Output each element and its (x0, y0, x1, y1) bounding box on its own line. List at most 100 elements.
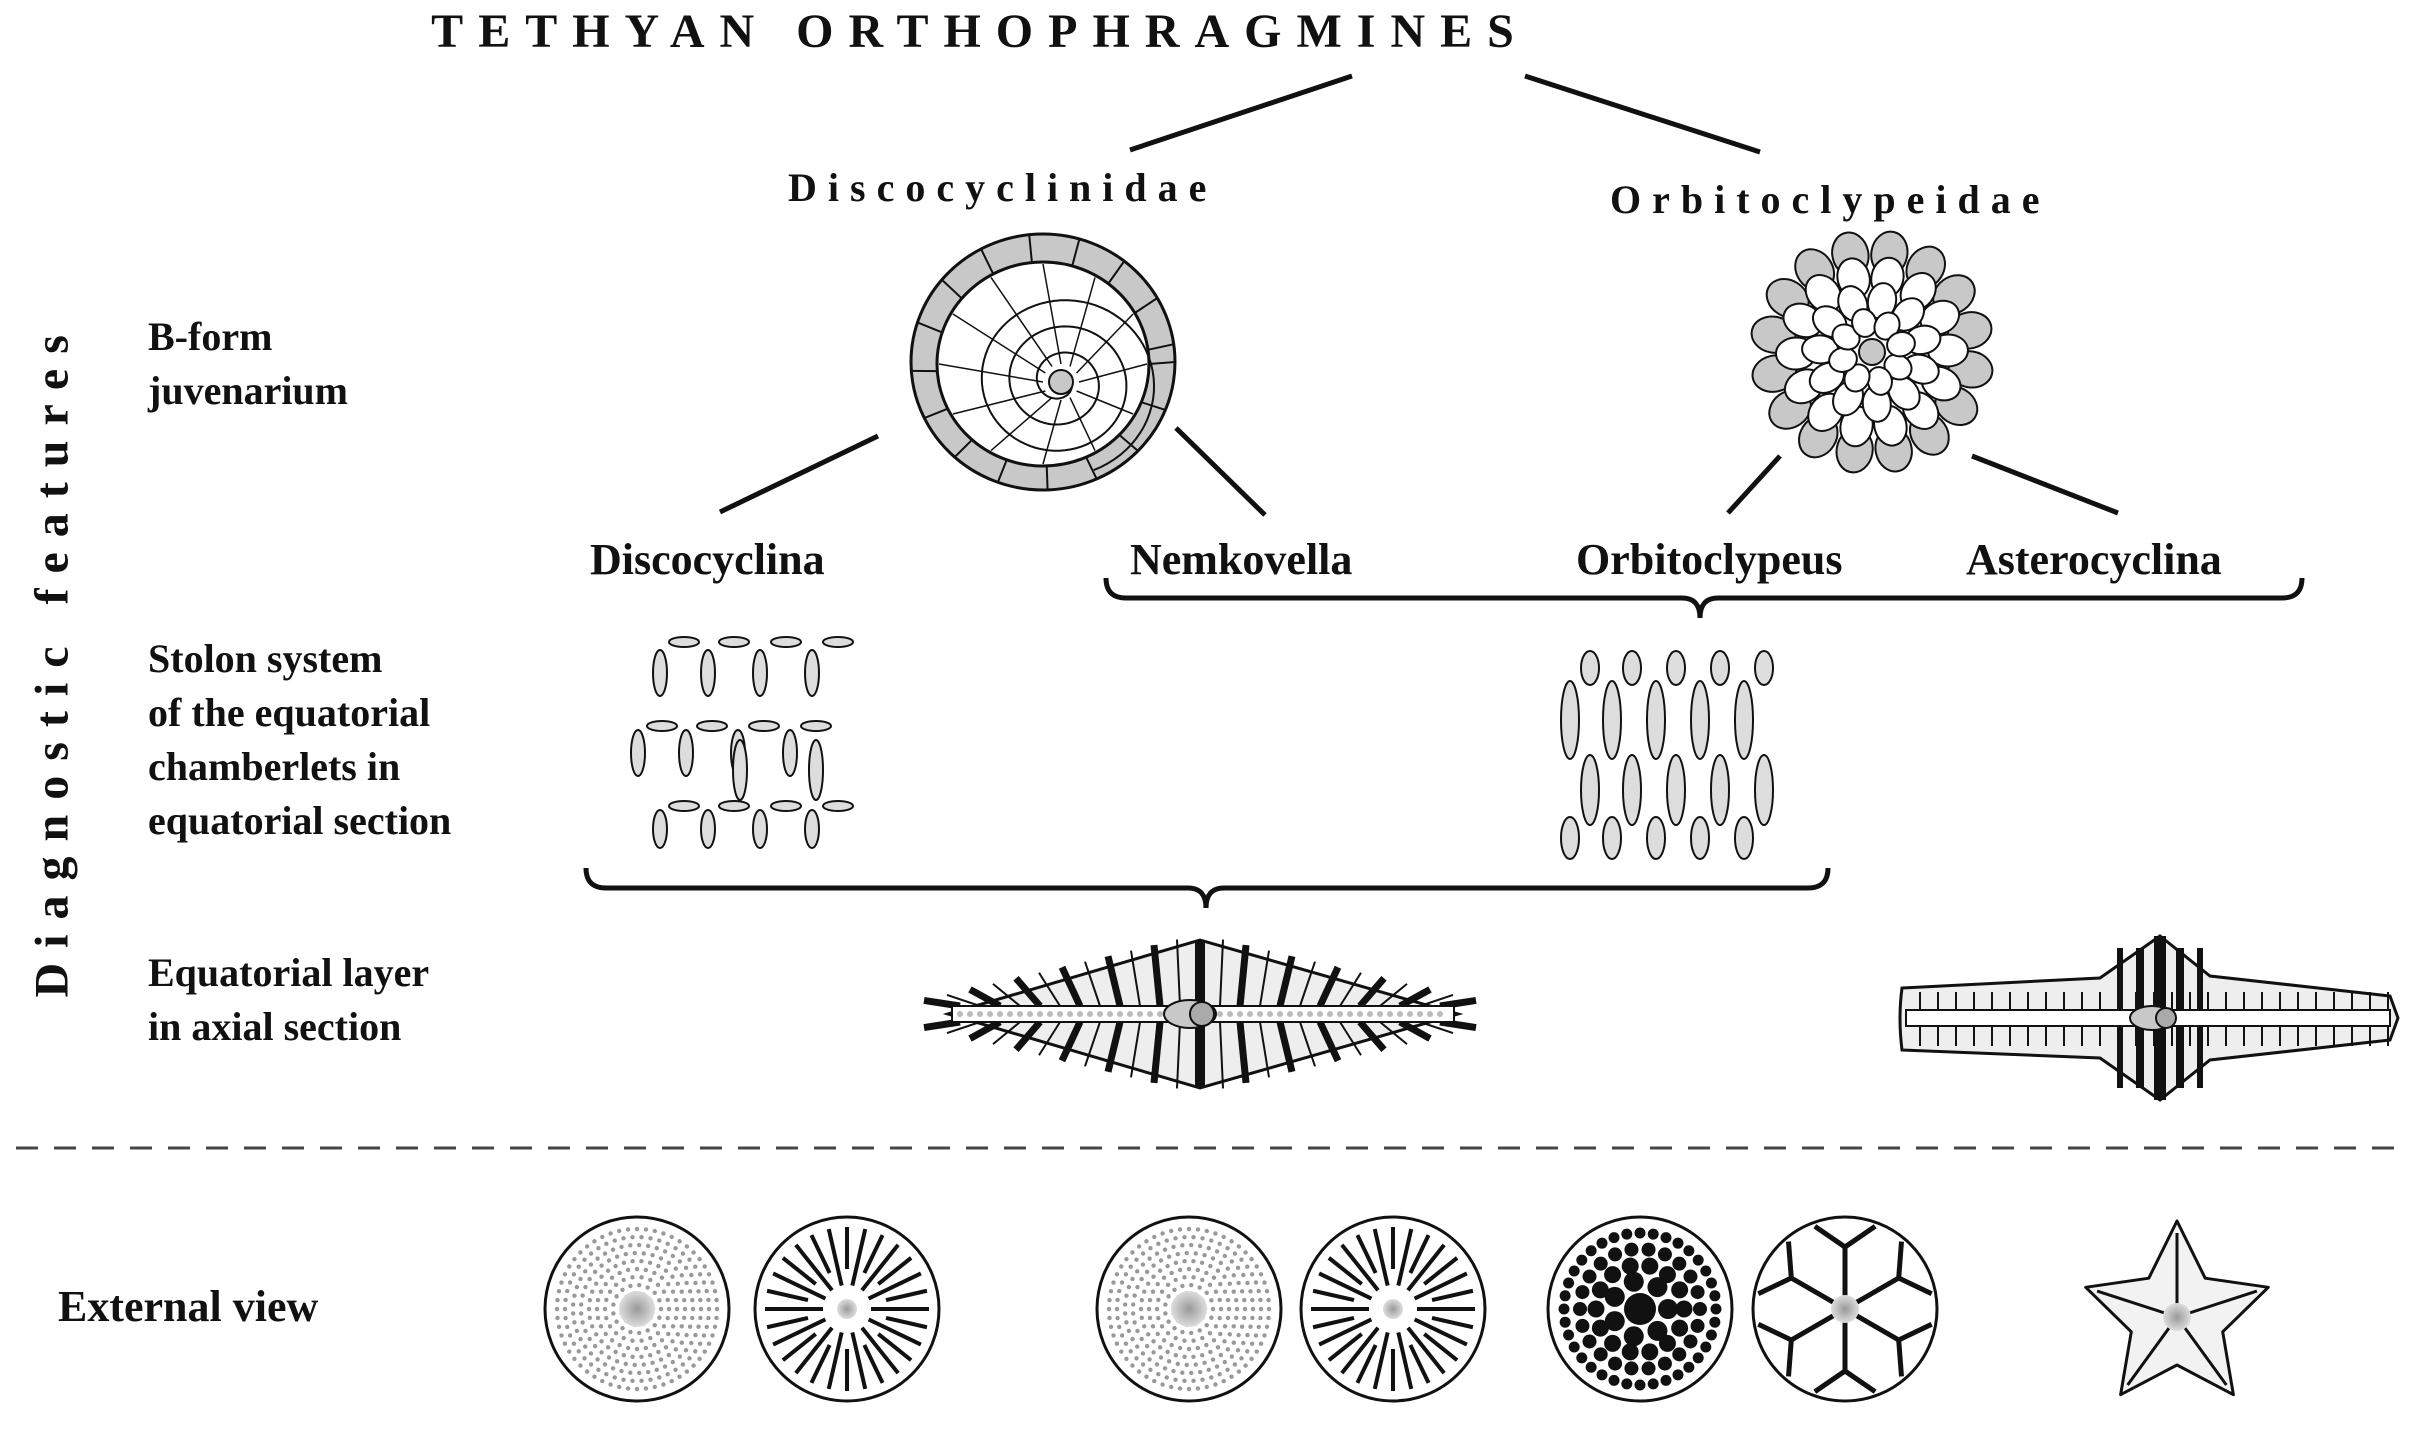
annulus-division (1045, 465, 1049, 490)
granule (1191, 1354, 1196, 1359)
granule (1258, 1272, 1264, 1277)
pustule (1683, 1361, 1695, 1373)
granule (1186, 1226, 1192, 1232)
granule (621, 1260, 627, 1266)
vertical-stolon (678, 729, 694, 777)
granule (1264, 1288, 1270, 1294)
granule (565, 1324, 570, 1330)
granule (684, 1244, 690, 1249)
radial-rib (1340, 1243, 1380, 1292)
pustule (1568, 1265, 1580, 1277)
vertical-stolon (752, 809, 768, 849)
granule (612, 1238, 617, 1243)
equatorial-chamberlet (1037, 1011, 1043, 1017)
radial-rib (766, 1315, 809, 1330)
pustule (1647, 1277, 1668, 1298)
granule (1204, 1342, 1209, 1348)
pillar (1013, 976, 1043, 1009)
granule (625, 1227, 631, 1232)
granule (1222, 1359, 1227, 1365)
granule (1245, 1264, 1250, 1269)
granule (675, 1281, 681, 1286)
granule (583, 1269, 588, 1274)
pillar (1259, 950, 1270, 1007)
chamber-septum (1078, 363, 1148, 383)
granule (1209, 1238, 1214, 1243)
radial-rib (867, 1317, 922, 1347)
pustule (1641, 1257, 1659, 1275)
granule (1180, 1370, 1185, 1375)
pustule (1559, 1290, 1571, 1302)
pustule (1604, 1311, 1625, 1332)
granule (1195, 1267, 1201, 1273)
granule (698, 1315, 703, 1321)
granule (572, 1256, 577, 1262)
annulus-division (941, 278, 963, 300)
rib-fork (1757, 1275, 1793, 1297)
annular-stolon (668, 636, 700, 648)
granule (621, 1236, 626, 1241)
granule (565, 1288, 570, 1294)
granule (1157, 1268, 1163, 1273)
chamber-septum (990, 276, 1053, 367)
granule (1144, 1239, 1149, 1244)
granule (696, 1324, 701, 1329)
annulus-division (1148, 361, 1176, 365)
vertical-stolon (652, 649, 668, 697)
equatorial-chamberlet (1367, 1011, 1373, 1017)
granule (583, 1328, 588, 1334)
feature-equatorial-line: in axial section (148, 1004, 402, 1049)
granule (1245, 1280, 1250, 1286)
pustule (1641, 1361, 1656, 1376)
radial-rib (1423, 1256, 1459, 1286)
equatorial-chamberlet (1277, 1011, 1283, 1017)
granule (1155, 1331, 1160, 1337)
granule (604, 1371, 609, 1377)
granule (1119, 1349, 1124, 1354)
granule (598, 1324, 604, 1329)
granule (1114, 1272, 1120, 1277)
granule (639, 1275, 644, 1280)
granule (607, 1289, 613, 1294)
granule (1134, 1356, 1139, 1361)
granule (1128, 1349, 1133, 1354)
granule (1182, 1378, 1187, 1384)
radial-rib (885, 1288, 928, 1303)
granule (666, 1331, 671, 1337)
granule (654, 1367, 659, 1373)
granule (1226, 1306, 1232, 1312)
granule (1213, 1289, 1219, 1294)
granule (1186, 1266, 1192, 1272)
granule (710, 1280, 715, 1285)
chamber-septum (952, 313, 1046, 374)
genus-discocyclina: Discocyclina (590, 535, 825, 584)
granule (588, 1262, 594, 1267)
granule (679, 1289, 684, 1294)
granule (1191, 1338, 1196, 1343)
granule (1122, 1311, 1128, 1316)
granule (1111, 1280, 1116, 1285)
granule (1152, 1234, 1157, 1240)
granule (582, 1356, 587, 1361)
granule (1148, 1367, 1153, 1372)
pustule (1623, 1326, 1644, 1347)
pustule (1582, 1334, 1597, 1349)
granule (567, 1280, 573, 1285)
inner-chamber (935, 260, 1151, 468)
granule (584, 1244, 590, 1249)
granule (1215, 1345, 1221, 1350)
granule (670, 1359, 675, 1365)
pillar (1130, 1021, 1141, 1078)
oblique-stolon (1646, 816, 1666, 860)
granule (696, 1289, 701, 1294)
radial-rib (1406, 1326, 1446, 1375)
granule (639, 1338, 644, 1343)
granule (1154, 1306, 1160, 1312)
granule (669, 1378, 674, 1384)
equatorial-chamberlet (1337, 1011, 1343, 1017)
granule (1218, 1281, 1223, 1287)
granule (1158, 1355, 1164, 1360)
granule (609, 1275, 615, 1280)
granule (1135, 1344, 1140, 1349)
equatorial-chamberlet (1287, 1011, 1293, 1017)
